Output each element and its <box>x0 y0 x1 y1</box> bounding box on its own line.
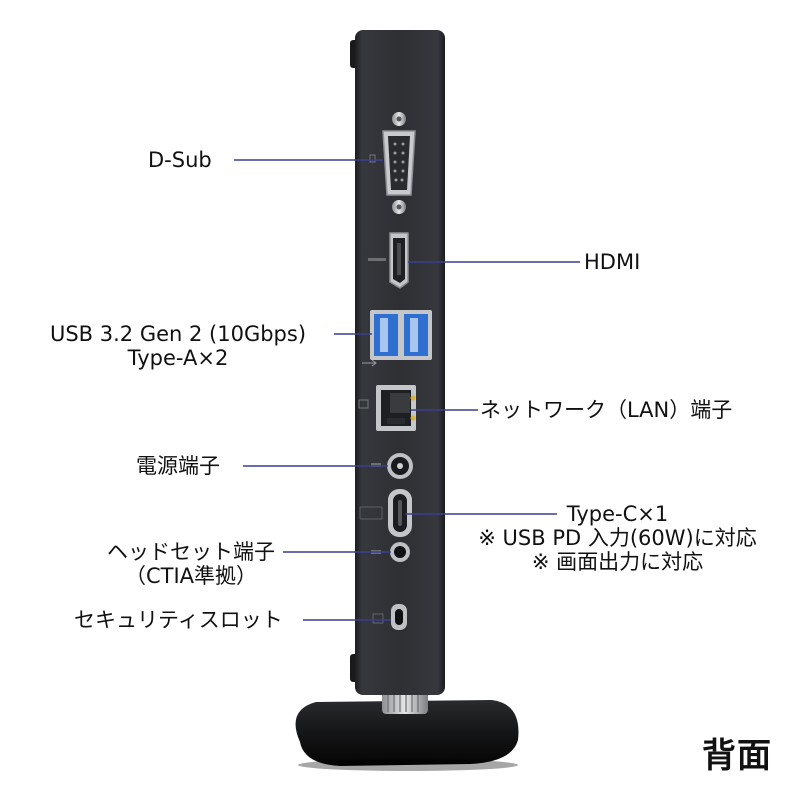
power-jack <box>371 453 413 479</box>
callout-power: 電源端子 <box>136 454 220 478</box>
callout-lines <box>234 159 580 621</box>
security-slot <box>372 604 407 630</box>
callout-dsub: D-Sub <box>148 148 212 172</box>
chassis <box>355 30 445 695</box>
callout-security: セキュリティスロット <box>74 608 283 632</box>
usb-a-ports <box>362 310 432 367</box>
callout-headset: ヘッドセット端子 （CTIA準拠） <box>107 540 275 588</box>
callout-hdmi: HDMI <box>584 250 641 274</box>
callout-usb: USB 3.2 Gen 2 (10Gbps) Type-A×2 <box>49 322 307 370</box>
dsub-port <box>369 112 416 214</box>
callout-type-c: Type-C×1 ※ USB PD 入力(60W)に対応 ※ 画面出力に対応 <box>478 502 757 574</box>
type-c-port <box>359 489 412 537</box>
stand-base-shadow <box>298 759 518 771</box>
callout-lan: ネットワーク（LAN）端子 <box>480 398 733 422</box>
stand-base <box>295 700 519 766</box>
hdmi-port <box>368 232 409 289</box>
lan-port <box>358 385 416 431</box>
view-label-rear: 背面 <box>702 736 772 776</box>
